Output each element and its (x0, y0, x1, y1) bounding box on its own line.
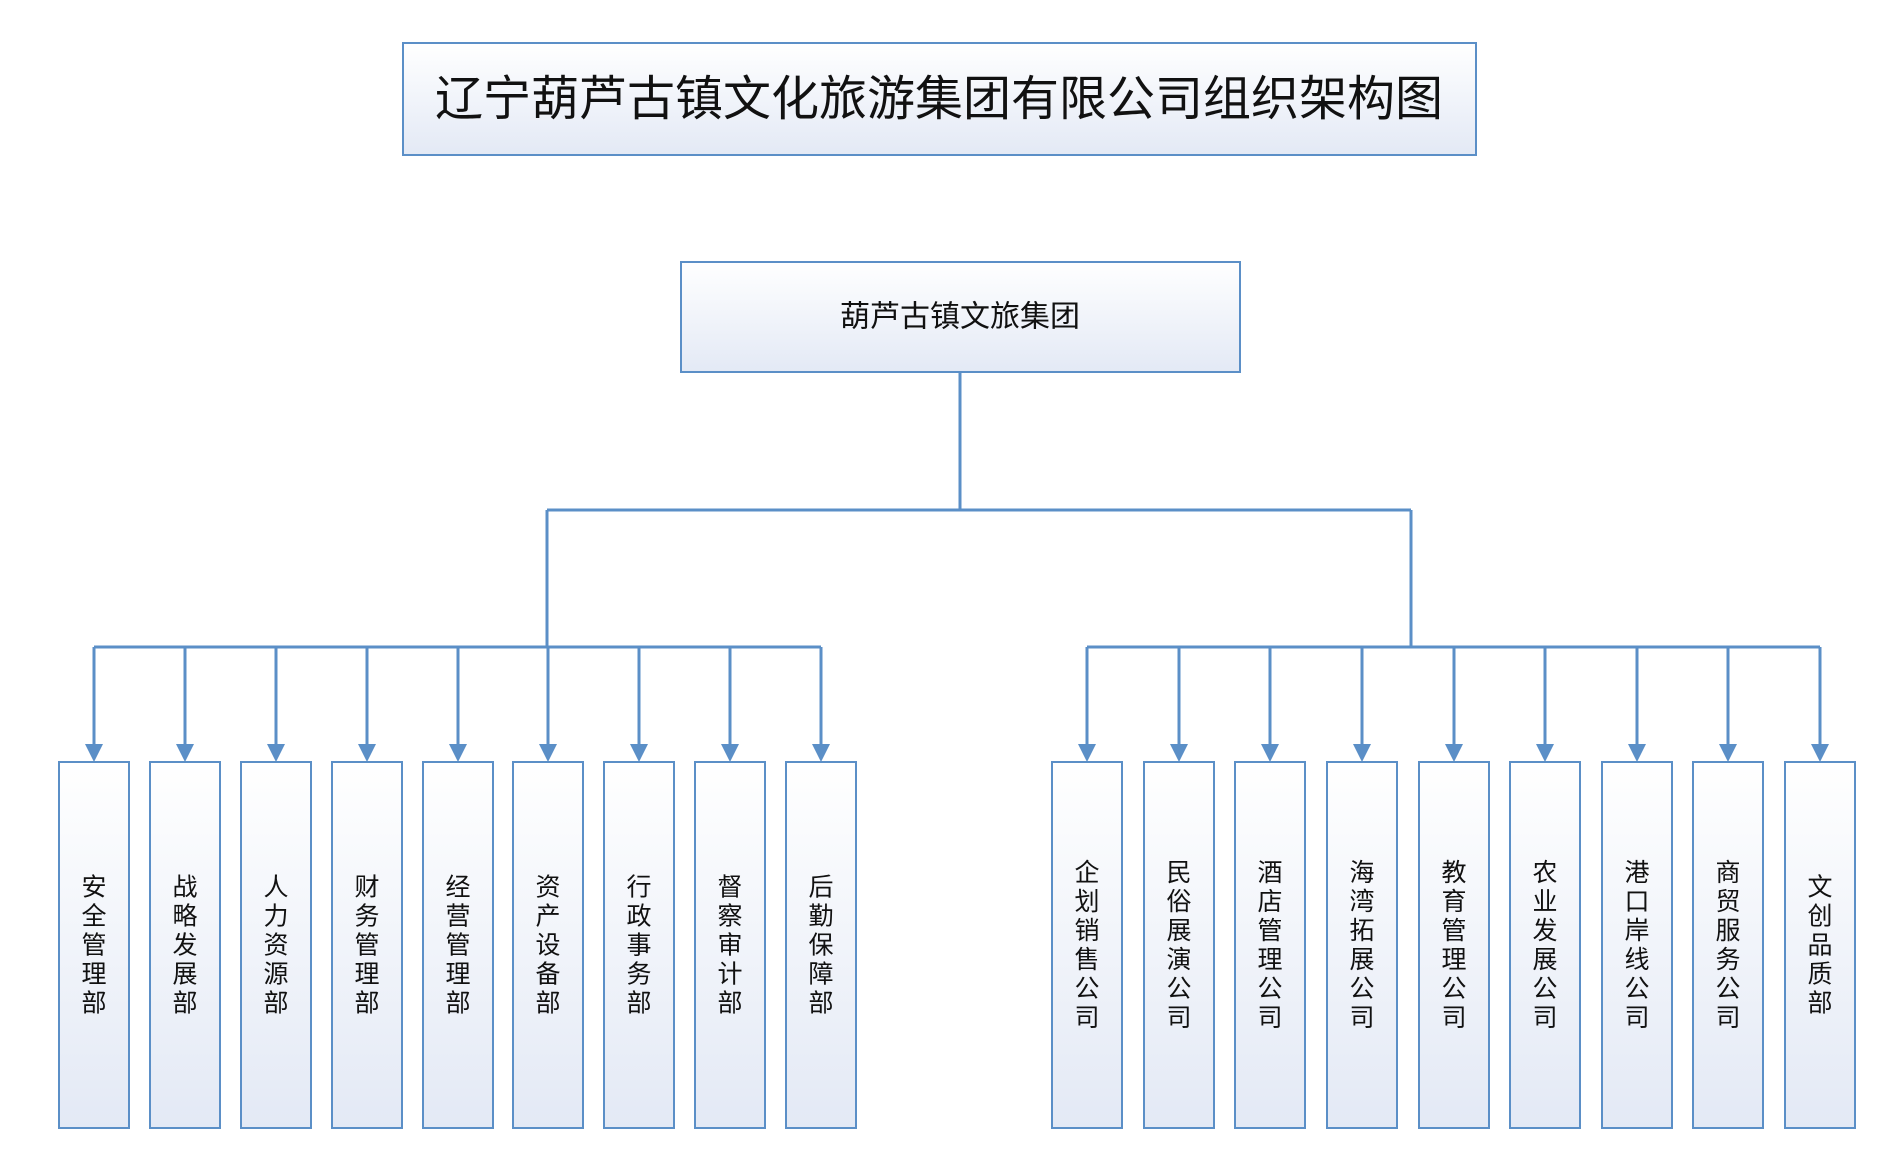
arrow-down-icon (1261, 744, 1279, 762)
node-label: 教育管理公司 (1441, 858, 1466, 1032)
node-box (1692, 761, 1764, 1129)
arrow-down-icon (85, 744, 103, 762)
arrow-down-icon (812, 744, 830, 762)
department-node: 资产设备部 (512, 647, 584, 1129)
title-box: 辽宁葫芦古镇文化旅游集团有限公司组织架构图 (402, 42, 1477, 156)
root-node: 葫芦古镇文旅集团 (680, 261, 1241, 373)
arrow-down-icon (358, 744, 376, 762)
arrow-down-icon (1170, 744, 1188, 762)
arrow-down-icon (1811, 744, 1829, 762)
arrow-down-icon (1628, 744, 1646, 762)
node-label: 督察审计部 (717, 873, 742, 1018)
node-box (240, 761, 312, 1129)
node-label: 资产设备部 (535, 873, 560, 1018)
company-node: 港口岸线公司 (1601, 647, 1673, 1129)
node-box (603, 761, 675, 1129)
arrow-down-icon (176, 744, 194, 762)
node-box (58, 761, 130, 1129)
arrow-down-icon (539, 744, 557, 762)
node-box (512, 761, 584, 1129)
node-box (1601, 761, 1673, 1129)
department-node: 战略发展部 (149, 647, 221, 1129)
node-box (1051, 761, 1123, 1129)
department-node: 安全管理部 (58, 647, 130, 1129)
chart-title: 辽宁葫芦古镇文化旅游集团有限公司组织架构图 (435, 71, 1443, 127)
root-label: 葫芦古镇文旅集团 (840, 300, 1080, 335)
arrow-down-icon (630, 744, 648, 762)
node-box (1784, 761, 1856, 1129)
node-label: 文创品质部 (1807, 873, 1832, 1018)
arrow-down-icon (1536, 744, 1554, 762)
company-node: 农业发展公司 (1509, 647, 1581, 1129)
node-label: 农业发展公司 (1532, 858, 1557, 1032)
node-box (1326, 761, 1398, 1129)
node-label: 财务管理部 (354, 873, 379, 1018)
department-node: 财务管理部 (331, 647, 403, 1129)
node-box (694, 761, 766, 1129)
node-label: 民俗展演公司 (1166, 858, 1191, 1032)
node-box (1509, 761, 1581, 1129)
company-node: 酒店管理公司 (1234, 647, 1306, 1129)
node-label: 战略发展部 (172, 873, 197, 1018)
node-label: 经营管理部 (445, 873, 470, 1018)
node-label: 企划销售公司 (1074, 858, 1099, 1032)
arrow-down-icon (1719, 744, 1737, 762)
department-node: 后勤保障部 (785, 647, 857, 1129)
node-label: 商贸服务公司 (1715, 858, 1740, 1032)
connectors (94, 372, 1820, 649)
node-label: 安全管理部 (81, 873, 106, 1018)
company-node: 民俗展演公司 (1143, 647, 1215, 1129)
node-box (422, 761, 494, 1129)
node-box (331, 761, 403, 1129)
arrow-down-icon (449, 744, 467, 762)
node-box (1418, 761, 1490, 1129)
department-node: 经营管理部 (422, 647, 494, 1129)
node-label: 酒店管理公司 (1257, 858, 1282, 1032)
company-node: 商贸服务公司 (1692, 647, 1764, 1129)
company-node: 海湾拓展公司 (1326, 647, 1398, 1129)
arrow-down-icon (1078, 744, 1096, 762)
department-node: 行政事务部 (603, 647, 675, 1129)
node-box (149, 761, 221, 1129)
company-node: 教育管理公司 (1418, 647, 1490, 1129)
companies-group: 企划销售公司 民俗展演公司 酒店管理公司 海湾拓展公司 教育管理公司 农业发展公司 港口岸线… (1051, 647, 1856, 1129)
node-label: 人力资源部 (263, 873, 288, 1018)
node-box (1143, 761, 1215, 1129)
arrow-down-icon (1445, 744, 1463, 762)
company-node: 文创品质部 (1784, 647, 1856, 1129)
node-label: 港口岸线公司 (1624, 858, 1649, 1032)
node-label: 后勤保障部 (808, 873, 833, 1018)
department-node: 人力资源部 (240, 647, 312, 1129)
company-node: 企划销售公司 (1051, 647, 1123, 1129)
arrow-down-icon (721, 744, 739, 762)
arrow-down-icon (1353, 744, 1371, 762)
node-label: 海湾拓展公司 (1349, 858, 1374, 1032)
node-label: 行政事务部 (626, 873, 651, 1018)
arrow-down-icon (267, 744, 285, 762)
department-node: 督察审计部 (694, 647, 766, 1129)
node-box (785, 761, 857, 1129)
node-box (1234, 761, 1306, 1129)
departments-group: 安全管理部 战略发展部 人力资源部 财务管理部 经营管理部 资产设备部 行政事务部 督察审计部… (58, 647, 857, 1129)
